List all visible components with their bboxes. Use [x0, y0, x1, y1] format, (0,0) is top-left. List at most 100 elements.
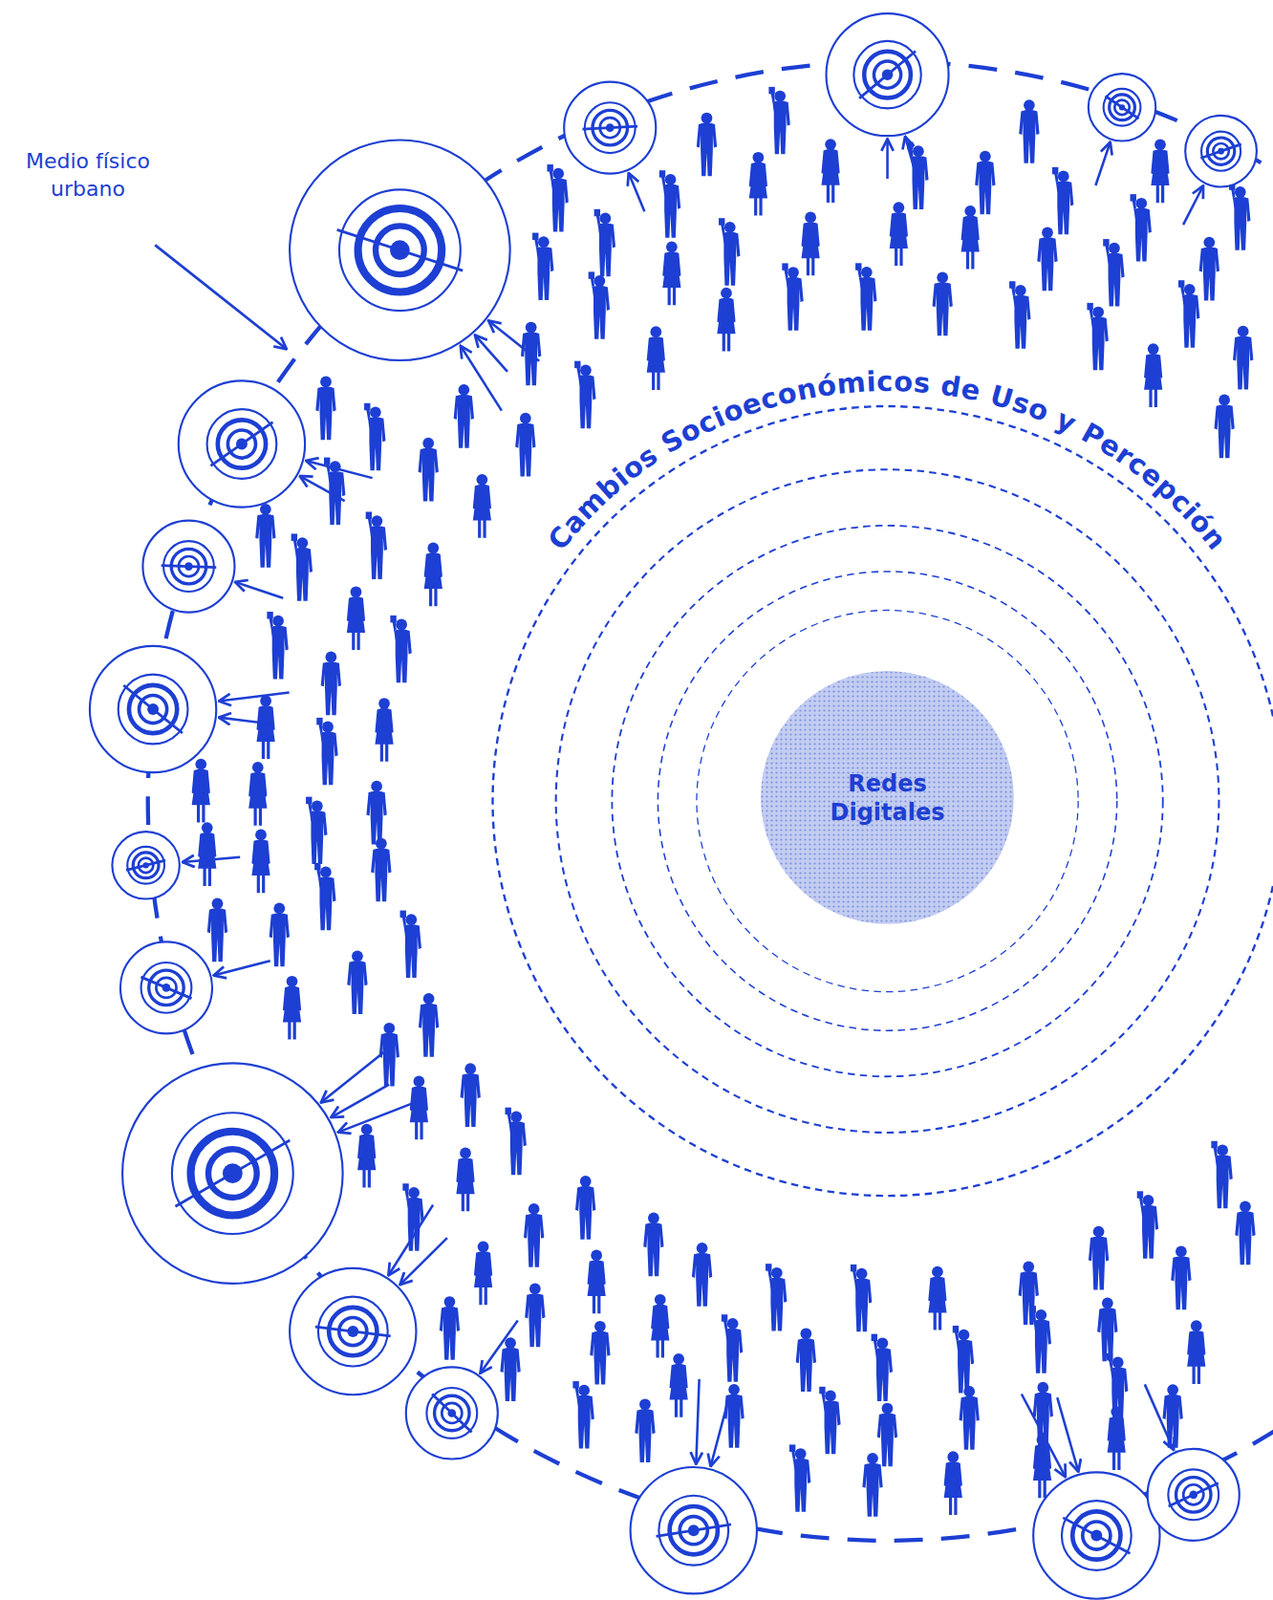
flow-arrow [338, 1098, 427, 1133]
person-head [1239, 1200, 1252, 1212]
person-figure [587, 1250, 606, 1315]
target-ring [853, 41, 921, 108]
person-body [661, 175, 681, 238]
person-figure [1102, 238, 1124, 306]
person-head [350, 585, 363, 598]
person-figure [1178, 280, 1200, 347]
phone-symbol [768, 86, 775, 94]
person-figure [1170, 1246, 1191, 1311]
person-body [207, 907, 228, 962]
person-body [767, 1269, 787, 1332]
person-figure [460, 1062, 481, 1127]
person-head [422, 437, 434, 450]
person-body [1104, 243, 1124, 306]
person-head [724, 221, 736, 234]
person-body [1139, 1196, 1159, 1259]
person-figure [248, 761, 267, 826]
person-head [594, 275, 606, 287]
person-body [1089, 307, 1109, 370]
person-figure [961, 205, 980, 270]
target-outer [111, 831, 179, 899]
person-body [576, 366, 596, 429]
person-figure [959, 1385, 980, 1450]
person-head [649, 325, 662, 338]
person-body [1150, 149, 1169, 203]
person-head [824, 1390, 837, 1403]
person-figure [669, 1353, 689, 1418]
person-body [474, 1251, 493, 1305]
person-head [464, 1062, 476, 1075]
target-outer [1147, 1448, 1240, 1541]
person-body [716, 297, 735, 351]
person-body [575, 1385, 595, 1448]
person-body [379, 1033, 400, 1087]
phone-symbol [305, 797, 312, 804]
person-figure [402, 1183, 424, 1251]
person-head [423, 992, 435, 1005]
person-figure [1143, 343, 1163, 408]
target-stroke [174, 1140, 290, 1207]
person-figure [768, 86, 790, 154]
person-figure [589, 1320, 610, 1385]
flow-arrow [480, 1320, 518, 1374]
person-body [321, 661, 342, 715]
person-head [696, 1242, 709, 1254]
person-head [882, 1402, 894, 1415]
person-head [212, 897, 224, 909]
person-head [538, 236, 550, 248]
person-figure [269, 903, 290, 968]
person-head [947, 1450, 959, 1463]
person-head [720, 287, 733, 300]
person-body [1033, 1444, 1052, 1498]
phone-symbol [721, 1314, 728, 1321]
person-figure [932, 272, 953, 337]
person-figure [1018, 99, 1039, 164]
person-body [589, 1331, 610, 1385]
person-head [320, 866, 332, 879]
person-figure [1107, 1405, 1126, 1470]
person-head [395, 619, 408, 631]
person-body [1132, 198, 1152, 261]
person-body [453, 394, 475, 449]
person-head [578, 1384, 590, 1397]
person-figure [594, 209, 616, 277]
person-body [366, 790, 387, 844]
person-head [477, 1240, 490, 1252]
person-figure [723, 1383, 744, 1448]
flow-arrow [1021, 1394, 1066, 1478]
person-figure [1199, 237, 1220, 302]
person-body [357, 1133, 376, 1187]
person-figure [499, 1337, 520, 1402]
person-figure [862, 1452, 883, 1517]
person-body [507, 1112, 527, 1175]
target-symbol [178, 380, 305, 507]
person-head [378, 697, 390, 710]
person-head [1203, 237, 1215, 249]
person-head [701, 112, 713, 125]
person-body [515, 423, 536, 477]
person-figure [346, 585, 366, 650]
circle-fill [760, 670, 1015, 925]
person-body [944, 1461, 963, 1515]
person-head [369, 407, 382, 419]
person-head [672, 1353, 685, 1365]
person-figure [515, 412, 536, 477]
target-stroke [859, 50, 916, 98]
person-figure [647, 325, 666, 390]
leader-arrow [154, 244, 287, 349]
person-head [580, 364, 592, 376]
phone-symbol [1030, 1305, 1036, 1313]
person-figure [370, 838, 391, 903]
dashed-ring [657, 571, 1117, 1031]
dashed-ring [696, 609, 1079, 992]
target-ring [426, 1387, 477, 1439]
person-figure [718, 217, 740, 285]
phone-symbol [781, 262, 788, 270]
target-outer [826, 13, 950, 136]
phone-symbol [1210, 1141, 1217, 1148]
person-head [1014, 284, 1027, 297]
person-body [1162, 1394, 1183, 1448]
person-head [427, 541, 439, 554]
phone-symbol [266, 611, 273, 619]
target-symbol [1185, 115, 1257, 188]
